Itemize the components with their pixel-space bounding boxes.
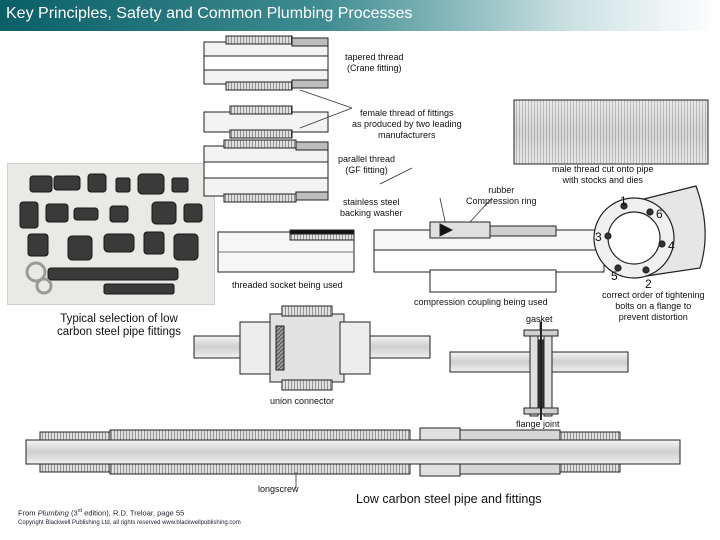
bolt-number-1: 1 (620, 194, 627, 208)
male-thread-label: male thread cut onto pipe with stocks an… (552, 164, 654, 185)
bolt-number-6: 6 (656, 207, 663, 221)
male-thread-pipe-drawing (513, 99, 709, 165)
page-title: Key Principles, Safety and Common Plumbi… (6, 5, 413, 22)
bolt-number-4: 4 (668, 239, 675, 253)
parallel-thread-label: parallel thread (GF fitting) (338, 154, 396, 175)
main-caption: Low carbon steel pipe and fittings (356, 492, 542, 506)
compression-coupling-label: compression coupling being used (414, 297, 548, 307)
female-thread-label: female thread of fittings as produced by… (352, 108, 462, 140)
union-connector-drawing (193, 305, 431, 391)
bolt-number-3: 3 (595, 230, 602, 244)
rubber-ring-label: rubber Compression ring (466, 185, 537, 206)
parallel-thread-drawing (203, 139, 329, 203)
fittings-photo-art (8, 164, 214, 304)
tapered-thread-drawing (203, 35, 329, 91)
book-title: Plumbing (37, 508, 69, 518)
flange-joint-drawing (449, 322, 629, 420)
threaded-socket-drawing (217, 229, 355, 273)
fittings-photo (7, 163, 215, 305)
longscrew-label: longscrew (258, 484, 299, 494)
flange-joint-label: flange joint (516, 419, 560, 429)
copyright-notice: Copyright Blackwell Publishing Ltd, all … (18, 520, 241, 526)
tightening-order-label: correct order of tightening bolts on a f… (602, 290, 705, 322)
gasket-label: gasket (526, 314, 553, 324)
longscrew-drawing (25, 427, 681, 477)
threaded-socket-label: threaded socket being used (232, 280, 343, 290)
female-thread-drawing (203, 105, 329, 139)
compression-coupling-drawing (373, 221, 605, 293)
source-credit: From Plumbing (3rd edition), R.D. Treloa… (18, 508, 185, 518)
bolt-number-5: 5 (611, 269, 618, 283)
backing-washer-label: stainless steel backing washer (340, 197, 403, 218)
flange-face-drawing (593, 185, 706, 279)
bolt-number-2: 2 (645, 277, 652, 291)
photo-caption: Typical selection of low carbon steel pi… (56, 313, 182, 338)
title-bar: Key Principles, Safety and Common Plumbi… (0, 0, 720, 31)
union-connector-label: union connector (270, 396, 335, 406)
tapered-thread-label: tapered thread (Crane fitting) (345, 52, 404, 73)
